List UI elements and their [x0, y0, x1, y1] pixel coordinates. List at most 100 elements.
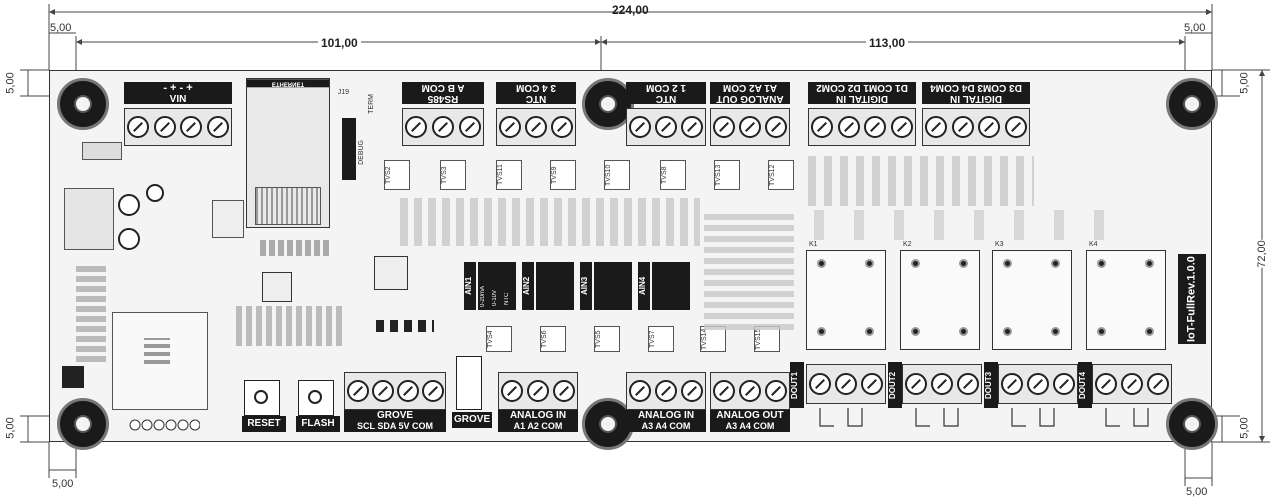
dim-bottom-right-vertical: 5,00	[1238, 417, 1251, 439]
flash-button[interactable]	[298, 380, 334, 416]
grove-i2c-label: GROVE SCL SDA 5V COM	[344, 410, 446, 432]
screw-icon	[835, 373, 857, 395]
screw-icon	[978, 116, 1001, 138]
screw-icon	[837, 116, 860, 138]
ethernet-ref: J19	[337, 89, 349, 96]
screw-icon	[925, 116, 948, 138]
tvs-top-3: TVS11	[496, 160, 522, 190]
vin-pins: - + - +	[163, 82, 193, 94]
ain3-jumper	[594, 262, 632, 310]
screw-icon	[458, 116, 481, 138]
grove-i2c-title: GROVE	[376, 410, 414, 421]
screw-icon	[1053, 373, 1075, 395]
grove-i2c-pins: SCL SDA 5V COM	[356, 420, 433, 431]
tvs-top-2: TVS3	[440, 160, 466, 190]
relay-k4: K4	[1086, 241, 1166, 350]
resistor-array	[76, 262, 106, 362]
dout1-label: DOUT1	[790, 362, 804, 408]
analog-in-a3a4-terminal-block	[626, 372, 706, 410]
dim-height: 72,00	[1255, 240, 1268, 268]
mounting-hole-top-right	[1166, 78, 1218, 130]
relay-k3-label: K3	[995, 241, 1004, 248]
resistor-array	[260, 240, 330, 256]
ntc34-title: NTC	[525, 93, 547, 104]
resistor-array	[236, 306, 346, 346]
mcu-chip	[262, 272, 292, 302]
analog-in-a1a2-title: ANALOG IN	[509, 410, 567, 421]
screw-icon	[765, 116, 787, 138]
screw-icon	[180, 116, 203, 138]
screw-icon	[957, 373, 979, 395]
screw-icon	[1095, 373, 1117, 395]
relay-k1: K1	[806, 241, 886, 350]
analog-out-bottom-label: ANALOG OUT A3 A4 COM	[710, 410, 790, 432]
screw-icon	[811, 116, 834, 138]
ain3-label: AIN3	[580, 262, 592, 310]
reset-button[interactable]	[244, 380, 280, 416]
mounting-hole-bottom-right	[1166, 398, 1218, 450]
dout3-terminal-block	[998, 364, 1078, 404]
mounting-hole-top-left	[57, 78, 109, 130]
reset-label: RESET	[242, 416, 286, 432]
screw-icon	[739, 116, 761, 138]
mounting-hole-bottom-middle	[582, 398, 634, 450]
screw-icon	[551, 116, 573, 138]
voltage-regulator	[64, 188, 114, 250]
ain-option-labels: 0-20mA	[480, 265, 486, 307]
relay-k1-label: K1	[809, 241, 818, 248]
header-pins	[376, 320, 434, 332]
dout4-terminal-block	[1092, 364, 1172, 404]
revision-line1: IoT-Full	[1185, 302, 1198, 342]
analog-in-a3a4-pins: A3 A4 COM	[641, 420, 691, 431]
dim-bottom-left-vertical: 5,00	[4, 417, 17, 439]
dim-bottom-right-horizontal: 5,00	[1186, 486, 1208, 498]
test-pads	[129, 419, 200, 431]
debug-label: DEBUG	[358, 140, 365, 165]
screw-icon	[1147, 373, 1169, 395]
screw-icon	[655, 380, 677, 402]
ain-option-labels-2: 0-10V	[492, 268, 498, 306]
vin-terminal-block	[124, 108, 232, 146]
dout4-label: DOUT4	[1078, 362, 1092, 408]
screw-icon	[864, 116, 887, 138]
fuse	[82, 142, 122, 160]
dout2-terminal-block	[902, 364, 982, 404]
screw-icon	[681, 116, 703, 138]
jumper-block	[62, 366, 84, 388]
dout2-label: DOUT2	[888, 362, 902, 408]
screw-icon	[861, 373, 883, 395]
dim-edge-left: 5,00	[50, 22, 72, 34]
relay-k2: K2	[900, 241, 980, 350]
component-cluster	[212, 200, 244, 238]
dim-top-left-vertical: 5,00	[4, 72, 17, 94]
analog-out-top-pins: A1 A2 COM	[722, 82, 778, 94]
dim-right-span: 113,00	[866, 36, 909, 50]
analog-in-a3a4-title: ANALOG IN	[637, 410, 695, 421]
digital-in-34-title: DIGITAL IN	[950, 93, 1002, 104]
ntc34-connector-label: NTC 3 4 COM	[496, 82, 576, 104]
rs485-connector-label: RS485 A B COM	[402, 82, 484, 104]
ethernet-pins	[255, 187, 321, 225]
ethernet-jack: ETHERNET J19	[246, 78, 349, 228]
screw-icon	[765, 380, 787, 402]
dout1-terminal-block	[806, 364, 886, 404]
screw-icon	[629, 116, 651, 138]
screw-icon	[713, 116, 735, 138]
grove-socket-label: GROVE	[452, 412, 492, 428]
dout3-label: DOUT3	[984, 362, 998, 408]
screw-icon	[206, 116, 229, 138]
digital-in-34-connector-label: DIGITAL IN D3 COM3 D4 COM4	[922, 82, 1030, 104]
tvs-top-6: TVS8	[660, 160, 686, 190]
digital-in-12-connector-label: DIGITAL IN D1 COM1 D2 COM2	[808, 82, 916, 104]
screw-icon	[127, 116, 150, 138]
esp-chip	[144, 338, 170, 364]
tvs-top-5: TVS10	[604, 160, 630, 190]
analog-in-a1a2-label: ANALOG IN A1 A2 COM	[498, 410, 578, 432]
ain-opt-ntc: NTC	[504, 292, 510, 305]
relay-k4-label: K4	[1089, 241, 1098, 248]
screw-icon	[739, 380, 761, 402]
dim-overall-width: 224,00	[612, 3, 649, 17]
analog-out-bottom-title: ANALOG OUT	[716, 410, 784, 421]
dim-bottom-left-horizontal: 5,00	[52, 478, 74, 490]
screw-icon	[655, 116, 677, 138]
